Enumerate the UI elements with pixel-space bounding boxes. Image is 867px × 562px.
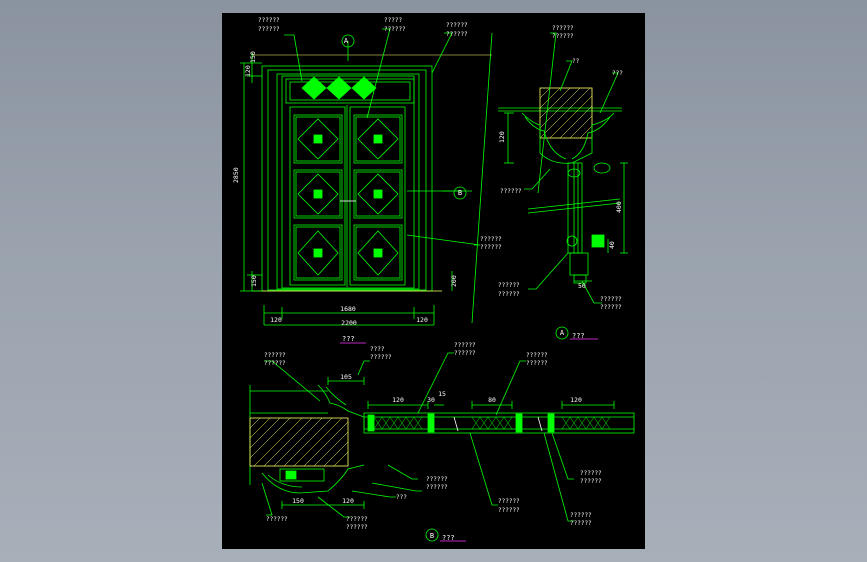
dim-b-120a: 120 [392,396,404,404]
dim-overall-width: 2200 [341,319,357,327]
label-b-b4-2: ?????? [498,507,520,514]
label-a-left: ?????? [500,188,522,195]
dim-a-50: 50 [578,282,586,290]
door-leaf-left [289,106,346,286]
label-b-tc-2: ?????? [370,354,392,361]
door-leaf-right [349,106,406,286]
label-elev-top-left-2: ?????? [258,26,280,33]
detail-b-section [249,352,635,522]
detail-a-title: ??? [572,332,585,340]
label-a-bottom-right: ?????? [600,296,622,303]
dim-a-40: 40 [608,241,616,249]
label-b-t2: ?????? [526,352,548,359]
dim-a-120: 120 [498,131,506,143]
dim-b-120b: 120 [570,396,582,404]
label-elev-top-right: ?????? [446,22,468,29]
dim-b-15: 15 [438,390,446,398]
label-b-b6: ?????? [570,512,592,519]
label-b-b2: ?????? [426,484,448,491]
label-b-t1-2: ?????? [454,350,476,357]
label-b-tc: ???? [370,346,385,353]
label-b-b3: ??? [396,494,407,501]
door-panels [293,114,403,281]
detail-b-hatched-block [249,417,349,467]
section-marker-b [453,186,467,200]
detail-a-marker [555,326,569,340]
detail-a-moulding [521,112,615,164]
label-elev-top-right-2: ?????? [446,31,468,38]
drawing-sheet: ?????? ?????? ????? ?????? ?????? ??????… [222,13,645,549]
detail-b-cross-bracing [373,416,611,430]
cad-drawing: ?????? ?????? ????? ?????? ?????? ??????… [232,17,635,542]
detail-b-title: ??? [442,534,455,542]
label-a-top2: ?? [572,58,580,65]
label-b-b5-2: ?????? [580,478,602,485]
label-b-b6-2: ?????? [570,520,592,527]
detail-a-hatched-block [539,87,593,139]
dim-b-30: 30 [427,396,435,404]
dim-b-150: 150 [292,497,304,505]
door-transom [285,78,415,104]
dim-bottom-right: 200 [450,275,458,287]
label-a-top-b: ?????? [552,33,574,40]
transom-diamond-ornaments [301,76,377,100]
dim-b-120c: 120 [342,497,354,505]
detail-b-marker-letter: B [430,532,434,540]
label-a-bottom-right-2: ?????? [600,304,622,311]
section-marker-b-letter: B [458,189,462,197]
dim-left-margin: 120 [270,316,282,324]
label-b-b7: ?????? [346,516,368,523]
dim-a-400: 400 [615,201,623,213]
detail-b-moulding-top [317,384,365,429]
detail-b-moulding-bottom [261,464,365,494]
dim-b-80: 80 [488,396,496,404]
label-b-b4: ?????? [498,498,520,505]
label-a-top: ?????? [552,25,574,32]
detail-b-door-leaf [363,412,635,434]
detail-a-marker-letter: A [560,329,565,337]
label-b-bl: ?????? [266,516,288,523]
label-elev-mid-right: ?????? [480,236,502,243]
section-marker-a [341,34,355,48]
label-a-bottom-left-2: ?????? [498,291,520,298]
dim-top-a: 120 [244,65,252,77]
dim-b-105: 105 [340,373,352,381]
detail-b-marker [425,528,439,542]
label-b-b1: ?????? [426,476,448,483]
label-b-tl-2: ?????? [264,360,286,367]
section-marker-a-letter: A [344,37,349,45]
label-elev-top-center: ????? [384,17,402,24]
detail-a-section [498,32,628,304]
label-b-b5: ?????? [580,470,602,477]
label-a-right: ??? [612,70,623,77]
label-b-tl: ?????? [264,352,286,359]
label-elev-top-left: ?????? [258,17,280,24]
dim-overall-height: 2850 [232,167,240,183]
label-b-t1: ?????? [454,342,476,349]
label-a-bottom-left: ?????? [498,282,520,289]
elevation-title: ??? [342,335,355,343]
label-elev-bottom-right: ?????? [480,244,502,251]
dim-bottom-a: 150 [250,275,258,287]
label-b-b7-2: ?????? [346,524,368,531]
label-b-t2-2: ?????? [526,360,548,367]
dim-right-margin: 120 [416,316,428,324]
dim-top-b: 150 [249,51,257,63]
door-elevation [240,28,493,326]
dim-inner-width: 1680 [340,305,356,313]
label-elev-top-center-2: ?????? [384,26,406,33]
